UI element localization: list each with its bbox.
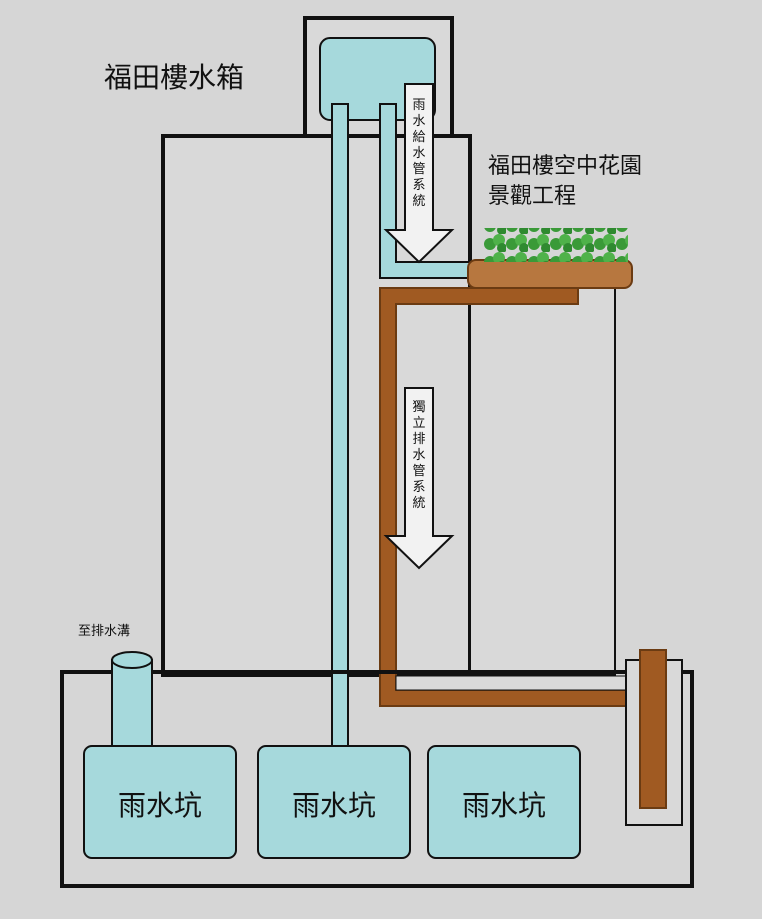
drain-pipe-label: 獨立排水管系統: [412, 400, 426, 511]
pit-middle: [257, 745, 411, 859]
overflow-pipe-top: [111, 651, 153, 669]
tank-title: 福田樓水箱: [104, 61, 245, 94]
drain-arrow: [383, 387, 455, 570]
garden-title-line1: 福田樓空中花園: [488, 154, 643, 179]
drain-riser: [639, 649, 667, 809]
drain-pipe-inner: [395, 675, 641, 691]
supply-arrow: [383, 83, 455, 264]
pit-left: [83, 745, 237, 859]
pit-right-label: 雨水坑: [461, 789, 546, 822]
tank-to-pit-pipe: [331, 103, 349, 755]
garden-building: [469, 284, 616, 676]
greenery: [484, 228, 628, 262]
planter-soil: [467, 259, 633, 289]
supply-pipe-label: 雨水給水管系統: [412, 98, 426, 209]
to-drain-label: 至排水溝: [78, 624, 131, 639]
pit-left-label: 雨水坑: [117, 789, 202, 822]
overflow-pipe: [111, 659, 153, 753]
underground-tank-outline: [60, 670, 694, 888]
pit-right: [427, 745, 581, 859]
pit-middle-label: 雨水坑: [291, 789, 376, 822]
garden-title-line2: 景觀工程: [488, 184, 577, 209]
